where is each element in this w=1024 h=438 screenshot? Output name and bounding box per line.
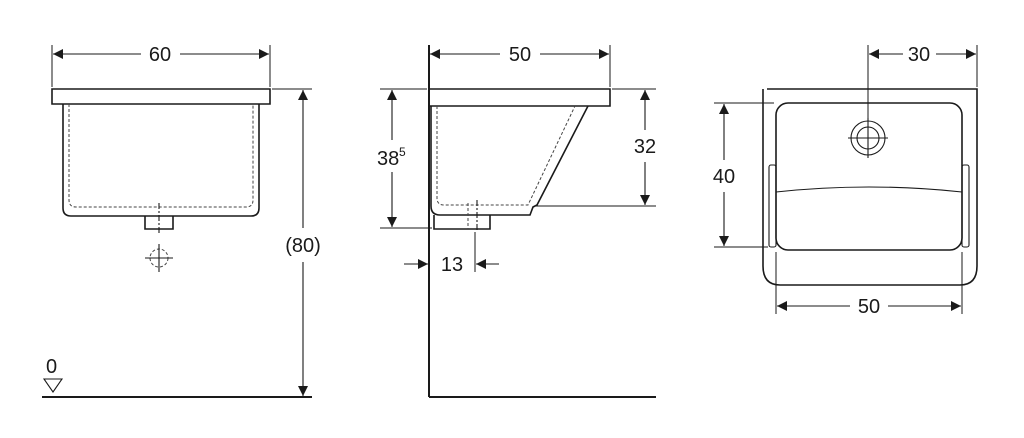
waste-pipe-symbol bbox=[145, 244, 173, 272]
top-view: 30 40 50 bbox=[713, 44, 978, 318]
side-width-label: 50 bbox=[509, 44, 531, 66]
side-outlet bbox=[433, 215, 491, 230]
front-height-label: (80) bbox=[285, 235, 321, 257]
side-bowl-height-label: 38 bbox=[377, 148, 399, 170]
top-depth-label: 40 bbox=[713, 166, 735, 188]
side-inner-hidden bbox=[436, 105, 576, 206]
top-right-rib bbox=[961, 164, 970, 248]
top-left-rib bbox=[768, 164, 777, 248]
top-outline bbox=[762, 88, 978, 286]
front-inner-hidden bbox=[68, 104, 254, 208]
side-front-height-label: 32 bbox=[634, 136, 656, 158]
front-bowl bbox=[62, 104, 260, 217]
front-view: 60 (80) 0 bbox=[42, 44, 321, 398]
front-width-label: 60 bbox=[149, 44, 171, 66]
side-bowl-height-sup: 5 bbox=[399, 145, 406, 159]
side-rim bbox=[429, 88, 611, 107]
top-front-curve bbox=[775, 186, 963, 193]
floor-level-label: 0 bbox=[46, 356, 57, 378]
front-rim bbox=[51, 88, 271, 105]
side-bowl bbox=[430, 105, 589, 216]
top-drain-offset-label: 30 bbox=[908, 44, 930, 66]
top-inner-width-label: 50 bbox=[858, 296, 880, 318]
floor-level-marker bbox=[42, 378, 64, 393]
top-basin bbox=[775, 102, 963, 251]
side-view: 50 38 5 32 13 bbox=[377, 44, 656, 398]
drain-symbol bbox=[848, 118, 888, 158]
side-wall-offset-label: 13 bbox=[441, 254, 463, 276]
